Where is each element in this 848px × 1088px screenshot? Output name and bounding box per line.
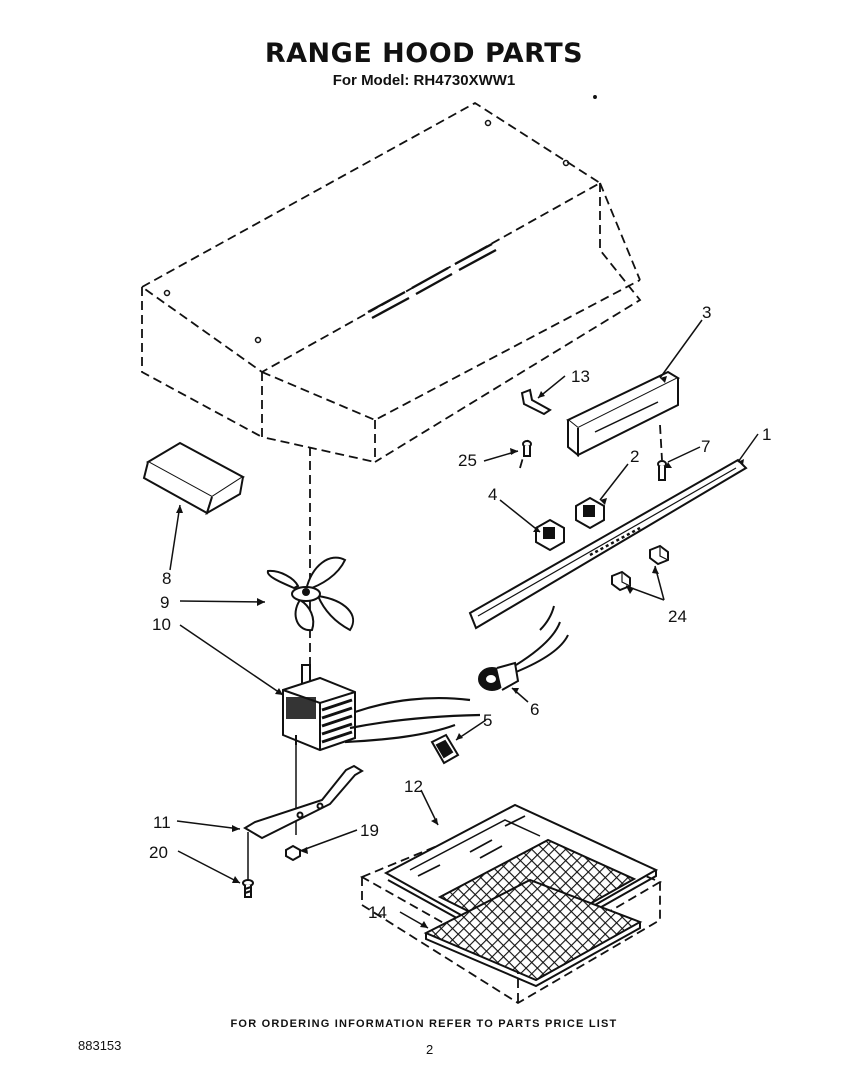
callout-12: 12 [404, 777, 423, 796]
callout-5: 5 [483, 711, 492, 730]
part-7-screw [657, 460, 667, 481]
page-number: 2 [426, 1042, 434, 1057]
part-24-knob-lower [611, 570, 631, 592]
callout-8: 8 [162, 569, 171, 588]
callout-4: 4 [488, 485, 497, 504]
ordering-note: FOR ORDERING INFORMATION REFER TO PARTS … [230, 1018, 618, 1030]
part-25-screw [522, 440, 532, 457]
callout-14: 14 [368, 903, 387, 922]
part-2-switch [575, 496, 605, 530]
hood-fastener-marks [163, 95, 597, 344]
callout-19: 19 [360, 821, 379, 840]
callout-6: 6 [530, 700, 539, 719]
part-20-screw [242, 879, 254, 898]
part-5-bracket [430, 733, 460, 765]
callout-arrowheads [176, 376, 744, 928]
hood-body-outline [140, 101, 663, 675]
hood-vent-slots [367, 242, 497, 320]
callout-11: 11 [153, 813, 171, 832]
part-6-lamp-socket [478, 605, 569, 691]
part-8-cover-box [142, 441, 245, 516]
callout-7: 7 [701, 437, 710, 456]
callout-1: 1 [762, 425, 771, 444]
callout-9: 9 [160, 593, 169, 612]
part-19-nut [285, 844, 301, 862]
page-title: RANGE HOOD PARTS [264, 38, 584, 69]
callout-10: 10 [152, 615, 171, 634]
callout-2: 2 [630, 447, 639, 466]
callout-20: 20 [149, 843, 168, 862]
model-subtitle: For Model: RH4730XWW1 [332, 72, 516, 89]
part-24-knob-upper [649, 544, 669, 566]
motor-wires [344, 696, 481, 744]
callout-13: 13 [571, 367, 590, 386]
callout-labels: 1 2 3 4 5 6 7 8 9 10 11 12 13 14 19 20 2… [149, 303, 771, 922]
callout-24: 24 [668, 607, 687, 626]
part-11-mount-bracket [243, 764, 364, 840]
part-14-filter-lower [423, 878, 643, 988]
part-1-control-panel [468, 458, 748, 630]
callout-3: 3 [702, 303, 711, 322]
part-10-motor [282, 664, 356, 752]
part-13-clip [520, 388, 552, 416]
part-9-fan-blade [266, 556, 355, 632]
part-4-switch [535, 518, 565, 552]
part-3-control-housing [566, 370, 681, 458]
document-number: 883153 [78, 1038, 122, 1053]
callout-25: 25 [458, 451, 477, 470]
